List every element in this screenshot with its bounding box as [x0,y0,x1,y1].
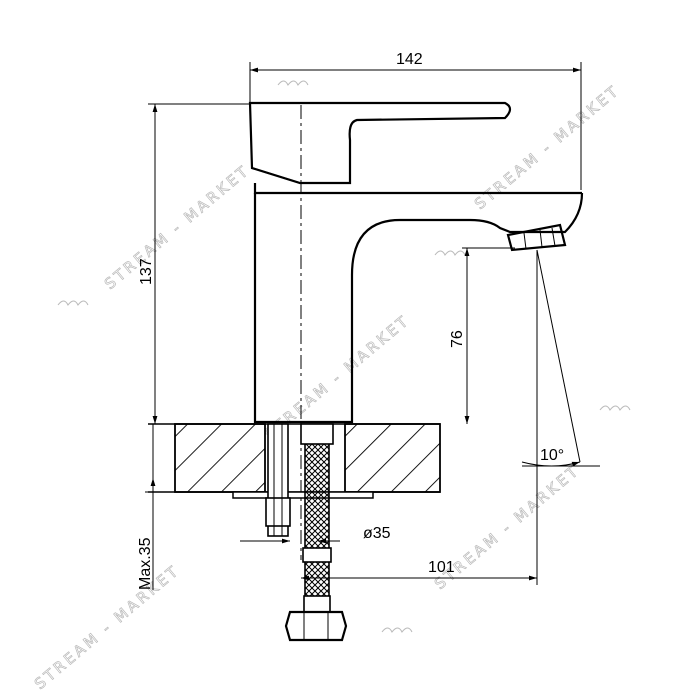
watermark-text: STREAM - MARKET [101,161,253,293]
dimension-label-142: 142 [396,51,423,68]
dimension-label-76: 76 [449,330,466,348]
countertop-section [148,423,441,493]
dimension-spout-angle: 10° [521,249,600,467]
dimension-height-total: 137 [138,103,250,424]
watermark-text: STREAM - MARKET [31,561,183,693]
dimension-label-angle: 10° [540,447,564,464]
dimension-spout-height: 76 [449,247,515,424]
dimension-hole-diameter: ø35 [240,525,391,544]
dimension-label-101: 101 [428,559,455,576]
dimension-spout-reach: 101 [301,250,538,585]
dimension-max-thickness: Max.35 [137,424,175,590]
watermark-wave-icon [57,80,631,633]
dimension-label-max35: Max.35 [137,537,154,590]
dimension-label-137: 137 [138,258,155,285]
dimension-label-hole: ø35 [363,525,391,542]
faucet-body [248,101,584,424]
dimension-width-total: 142 [249,51,582,190]
